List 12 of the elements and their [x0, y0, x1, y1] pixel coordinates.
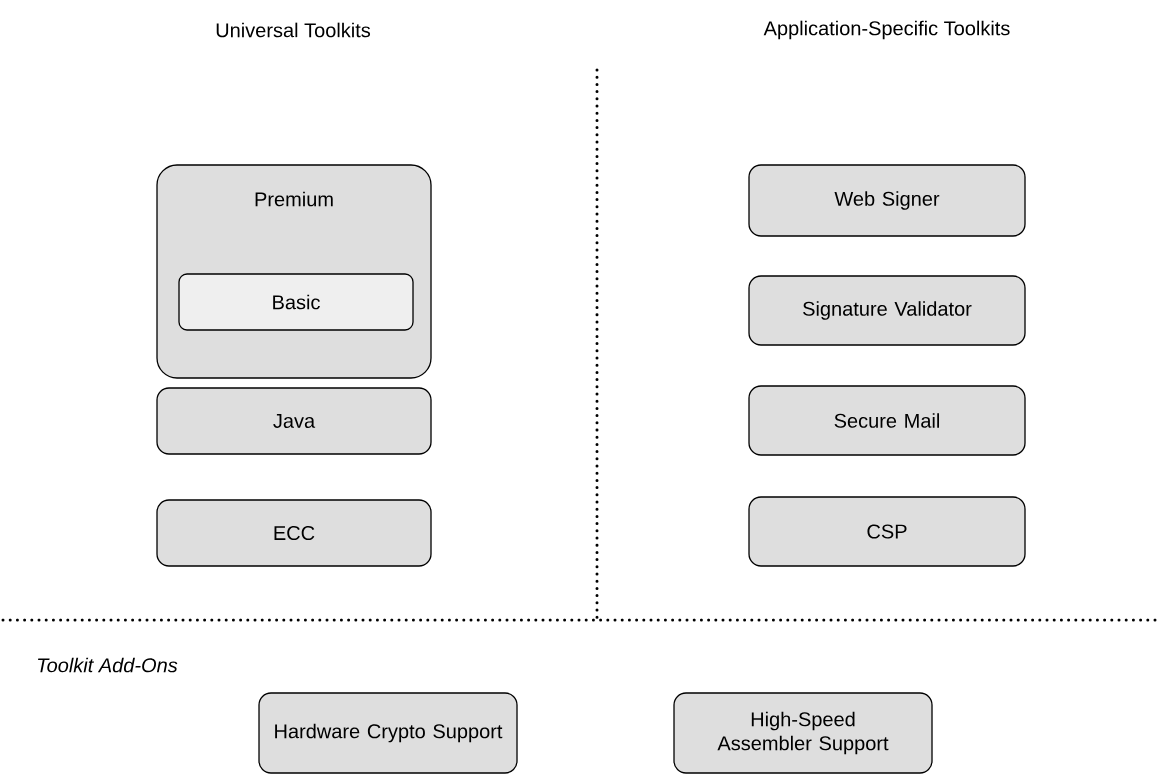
process-box: CSP — [748, 496, 1026, 567]
process-box: Secure Mail — [748, 385, 1026, 456]
process-box: Web Signer — [748, 164, 1026, 237]
section-heading: Universal Toolkits — [216, 22, 371, 38]
process-box: High-Speed Assembler Support — [673, 692, 933, 774]
process-box: Hardware Crypto Support — [258, 692, 518, 774]
process-box: Java — [156, 387, 432, 455]
process-box: Signature Validator — [748, 275, 1026, 346]
process-box: ECC — [156, 499, 432, 567]
section-heading: Toolkit Add-Ons — [38, 657, 178, 673]
process-box: Basic — [178, 273, 414, 331]
section-heading: Application-Specific Toolkits — [763, 20, 1010, 40]
